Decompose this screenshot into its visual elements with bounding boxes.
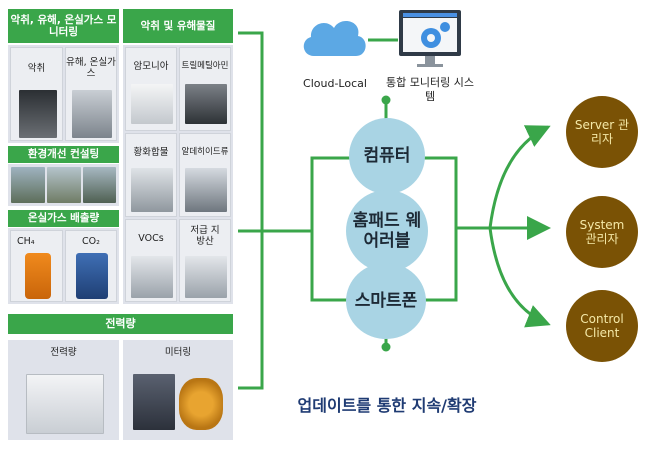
substance-cell-ammonia: 암모니아 [125,47,177,131]
co2-label: CO₂ [82,236,100,247]
arrow-server [488,125,551,229]
device-computer: 컴퓨터 [349,118,425,194]
substance-cell-trimethylamine: 트릴메틸아민 [179,47,231,131]
analyzer-image [185,168,227,212]
substance-label: 트릴메틸아민 [181,61,229,71]
power-title: 전력량 [8,314,233,334]
co2-detector-image [76,253,108,299]
role-control-client: Control Client [566,290,638,362]
substance-label: 알데히이드류 [181,147,229,157]
substance-label: 저급 지방산 [190,225,220,247]
device-homepad-wearable: 홈패드 웨어러블 [346,190,428,272]
odor-monitoring-title: 악취, 유해, 온실가스 모니터링 [8,9,119,43]
co2-cell: CO₂ [65,230,117,302]
hazard-sensor-image [72,90,112,138]
odor-cell: 악취 [10,47,63,141]
hazard-cell: 유해, 온실가스 [65,47,117,141]
role-system-admin: System 관리자 [566,196,638,268]
consulting-photo-3 [83,167,116,203]
env-consulting-panel [8,164,119,206]
substance-cell-vocs: VOCs [125,219,177,302]
odor-substances-title: 악취 및 유해물질 [123,9,233,43]
analyzer-image [185,256,227,298]
consulting-photo-2 [47,167,81,203]
analyzer-image [131,168,173,212]
consulting-photo-1 [11,167,45,203]
metering-label: 미터링 [164,347,192,358]
power-meter-image [26,374,104,434]
env-consulting-title: 환경개선 컨설팅 [8,146,119,163]
power-meter-label: 전력량 [50,347,77,358]
substance-cell-sulfur: 황화합물 [125,133,177,217]
odor-substances-panel: 암모니아 트릴메틸아민 황화합물 알데히이드류 VOCs 저급 지방산 [123,45,233,304]
analyzer-image [185,84,227,124]
odor-sensor-image [19,90,57,138]
substance-cell-aldehyde: 알데히이드류 [179,133,231,217]
clamp-sensor-image [179,378,223,430]
ch4-cell: CH₄ [10,230,63,302]
ghg-emission-panel: CH₄ CO₂ [8,228,119,304]
odor-monitoring-panel: 악취 유해, 온실가스 [8,45,119,143]
analyzer-image [131,256,173,298]
odor-cell-label: 악취 [27,63,46,74]
ch4-detector-image [25,253,51,299]
substance-label: 암모니아 [133,61,169,72]
left-bracket-line [238,31,264,390]
substance-cell-fatty-acid: 저급 지방산 [179,219,231,302]
top-dot [381,95,391,105]
metering-device-image [133,374,175,430]
footer-text: 업데이트를 통한 지속/확장 [297,396,477,415]
monitor-gear-icon [399,10,461,67]
substance-label: VOCs [138,233,164,244]
hazard-cell-label: 유해, 온실가스 [66,57,116,79]
ch4-label: CH₄ [17,236,35,247]
analyzer-image [131,84,173,124]
power-cell-metering: 미터링 [123,340,233,440]
substance-label: 황화합물 [133,147,169,158]
bottom-dot [381,342,391,352]
role-server-admin: Server 관리자 [566,96,638,168]
cloud-icon [303,21,366,56]
ghg-emission-title: 온실가스 배출량 [8,210,119,227]
power-cell-meter: 전력량 [8,340,119,440]
monitor-label: 통합 모니터링 시스템 [386,76,474,103]
cloud-label: Cloud-Local [303,77,367,90]
arrow-control [488,227,551,328]
device-smartphone: 스마트폰 [346,263,426,339]
